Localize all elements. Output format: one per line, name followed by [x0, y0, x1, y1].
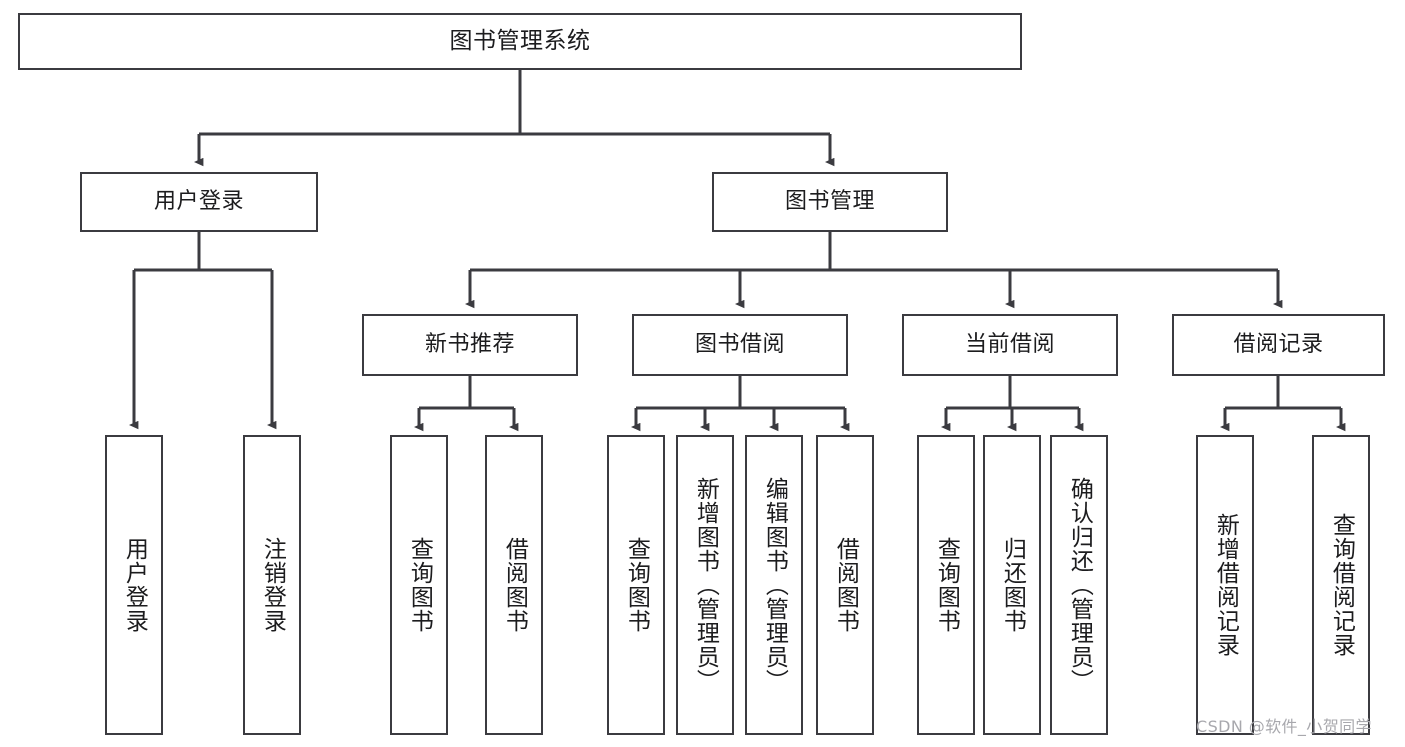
- watermark: CSDN @软件_小贺同学: [1196, 717, 1372, 736]
- node-label: 新增图书（管理员）: [692, 477, 719, 693]
- node-label: 新书推荐: [424, 332, 515, 358]
- node-label: 注销登录: [259, 537, 286, 633]
- node-label: 用户登录: [121, 537, 148, 633]
- leaf-new-book-query[interactable]: 查询图书: [390, 435, 448, 735]
- leaf-borrow-record-query[interactable]: 查询借阅记录: [1312, 435, 1370, 735]
- node-book-management[interactable]: 图书管理: [712, 172, 948, 232]
- node-label: 用户登录: [153, 189, 244, 215]
- leaf-user-login-login[interactable]: 用户登录: [105, 435, 163, 735]
- node-label: 借阅记录: [1233, 332, 1324, 358]
- node-label: 借阅图书: [832, 537, 859, 633]
- leaf-book-borrow-edit[interactable]: 编辑图书（管理员）: [745, 435, 803, 735]
- node-current-borrow[interactable]: 当前借阅: [902, 314, 1118, 376]
- node-label: 查询图书: [933, 537, 960, 633]
- node-label: 借阅图书: [501, 537, 528, 633]
- leaf-book-borrow-query[interactable]: 查询图书: [607, 435, 665, 735]
- node-user-login[interactable]: 用户登录: [80, 172, 318, 232]
- leaf-new-book-borrow[interactable]: 借阅图书: [485, 435, 543, 735]
- node-label: 新增借阅记录: [1212, 513, 1239, 657]
- leaf-current-borrow-confirm-return[interactable]: 确认归还（管理员）: [1050, 435, 1108, 735]
- node-label: 查询图书: [406, 537, 433, 633]
- node-label: 图书管理系统: [449, 27, 591, 54]
- node-label: 查询借阅记录: [1328, 513, 1355, 657]
- node-label: 图书借阅: [694, 332, 785, 358]
- node-borrow-record[interactable]: 借阅记录: [1172, 314, 1385, 376]
- node-label: 归还图书: [999, 537, 1026, 633]
- node-root-system[interactable]: 图书管理系统: [18, 13, 1022, 70]
- node-label: 编辑图书（管理员）: [761, 477, 788, 693]
- node-new-book-recommend[interactable]: 新书推荐: [362, 314, 578, 376]
- node-label: 当前借阅: [964, 332, 1055, 358]
- node-book-borrow[interactable]: 图书借阅: [632, 314, 848, 376]
- leaf-current-borrow-return[interactable]: 归还图书: [983, 435, 1041, 735]
- node-label: 确认归还（管理员）: [1066, 477, 1093, 693]
- leaf-current-borrow-query[interactable]: 查询图书: [917, 435, 975, 735]
- leaf-user-login-logout[interactable]: 注销登录: [243, 435, 301, 735]
- leaf-book-borrow-borrow[interactable]: 借阅图书: [816, 435, 874, 735]
- node-label: 查询图书: [623, 537, 650, 633]
- leaf-book-borrow-add[interactable]: 新增图书（管理员）: [676, 435, 734, 735]
- leaf-borrow-record-add[interactable]: 新增借阅记录: [1196, 435, 1254, 735]
- node-label: 图书管理: [784, 189, 875, 215]
